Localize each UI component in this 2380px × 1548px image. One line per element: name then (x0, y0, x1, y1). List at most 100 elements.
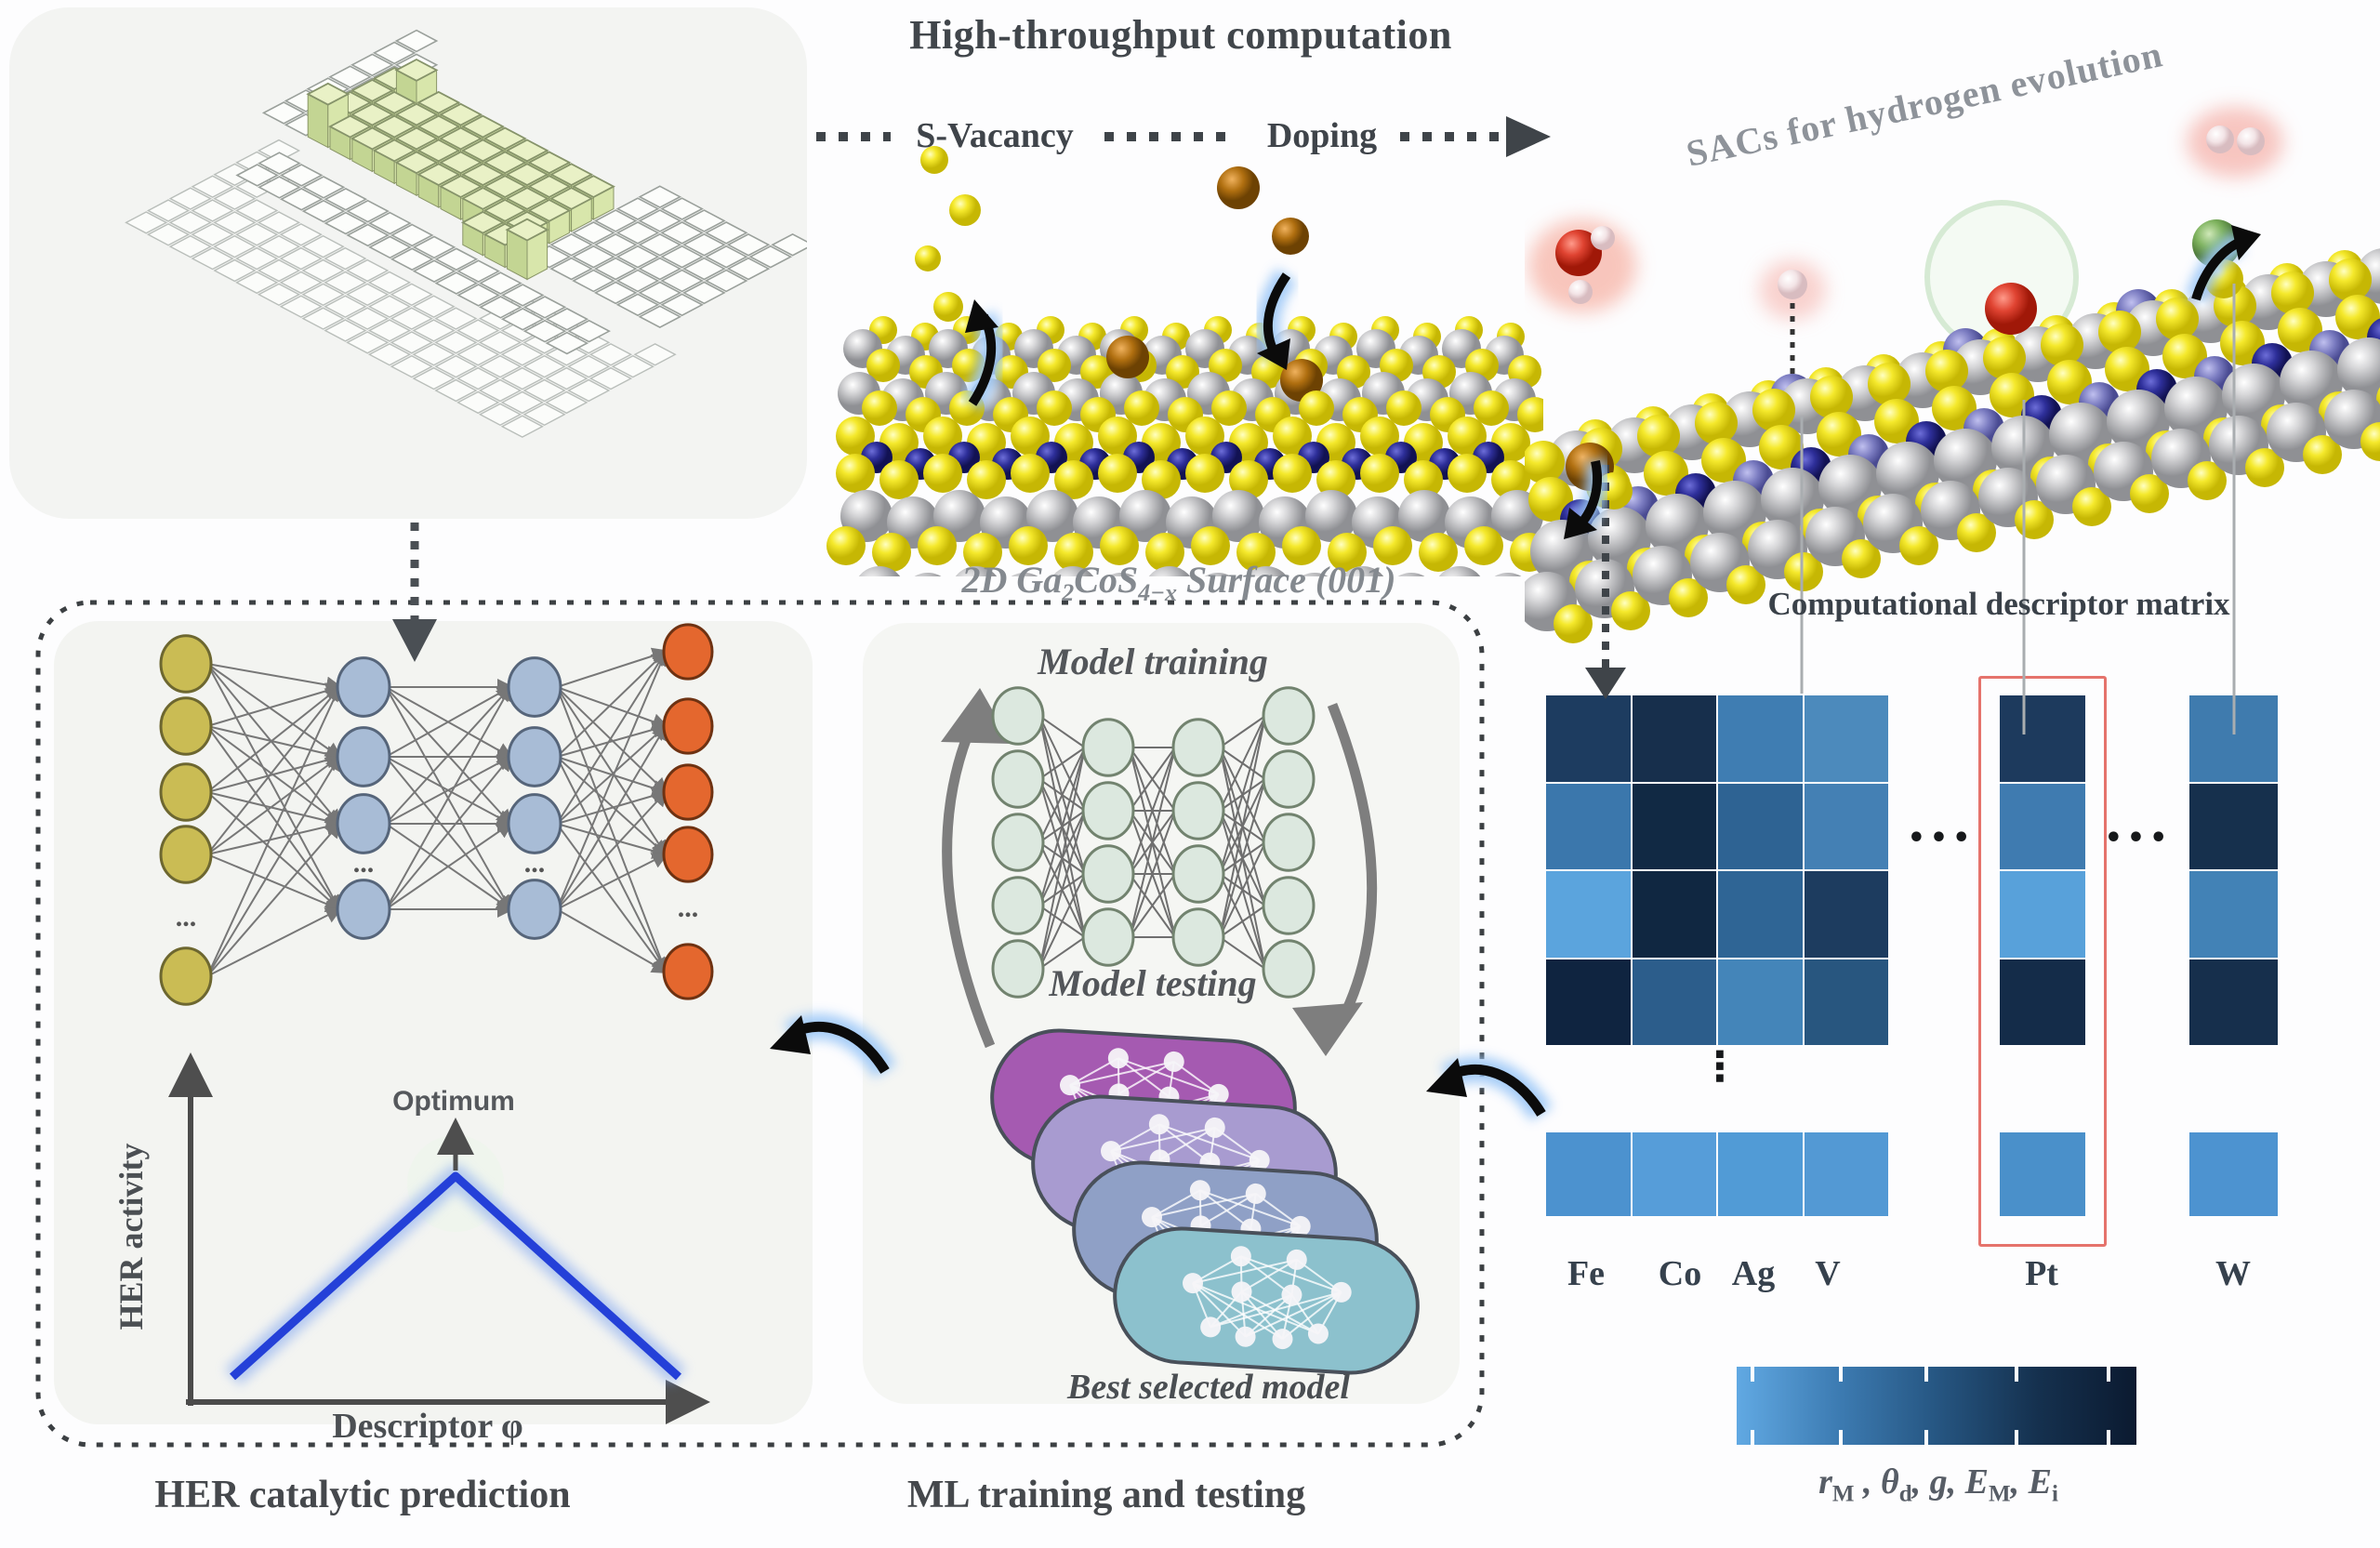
matrix-cell (1546, 959, 1631, 1045)
label-ag: Ag (1731, 1254, 1776, 1293)
optimum-label: Optimum (392, 1086, 515, 1117)
atom (1386, 390, 1421, 426)
nn-link (556, 686, 669, 730)
element-tile (367, 271, 412, 295)
element-tile (549, 163, 594, 187)
element-tile (611, 355, 654, 378)
element-tile (168, 235, 212, 258)
atom (2098, 311, 2141, 353)
atom (1107, 573, 1135, 576)
atom (1637, 415, 1680, 457)
atom (2329, 258, 2372, 301)
column-ellipsis: ••• (1907, 822, 1976, 854)
element-tile (394, 58, 439, 82)
atom (1204, 573, 1232, 576)
atom (1360, 417, 1399, 456)
pill-nn-node (1330, 1281, 1352, 1303)
matrix-cell (2000, 695, 2085, 782)
nn-node (507, 726, 562, 787)
atom (915, 245, 941, 271)
nn-node (662, 943, 714, 1000)
atom (1051, 566, 1094, 576)
atom (1874, 399, 1919, 443)
nn-ellipsis: ... (524, 848, 546, 879)
element-tile (479, 296, 522, 319)
element-tile (593, 232, 638, 257)
periodic-table-3d (125, 29, 807, 438)
atom (1611, 591, 1650, 630)
element-tile (439, 102, 483, 126)
matrix-cell (1718, 1132, 1803, 1216)
label-fe: Fe (1567, 1254, 1606, 1293)
atom (1842, 539, 1881, 578)
matrix-cell (1804, 959, 1888, 1045)
element-tile (261, 101, 306, 125)
matrix-heading: Computational descriptor matrix (1767, 586, 2230, 622)
nn-node (662, 697, 714, 755)
atom (1119, 490, 1171, 542)
element-tile (191, 246, 234, 271)
caption-part: 2D Ga (961, 559, 1063, 601)
element-tile (168, 187, 212, 210)
pill-nn-node (1204, 1117, 1225, 1138)
element-tile (456, 259, 500, 283)
atom (1983, 337, 2026, 379)
atom (1191, 526, 1230, 565)
element-tile (301, 199, 346, 223)
element-tile (368, 211, 412, 235)
atom (2271, 271, 2314, 314)
nn-node (991, 813, 1045, 872)
colorbar-tick (2014, 1430, 2018, 1445)
atom (1669, 578, 1708, 617)
atom (1932, 386, 1977, 430)
element-tile (527, 175, 572, 199)
atom (1360, 454, 1399, 493)
element-tile (390, 331, 433, 354)
element-tile (682, 257, 726, 281)
atom (2188, 461, 2227, 500)
element-tile (588, 343, 633, 366)
element-tile (726, 232, 771, 257)
atom (923, 454, 962, 493)
colorbar-tick (1924, 1367, 1929, 1382)
atom (2220, 321, 2265, 365)
element-tile (416, 114, 461, 139)
atom (1810, 376, 1853, 418)
element-tile (346, 223, 390, 247)
element-tile (478, 403, 522, 426)
element-tile (460, 139, 505, 163)
element-tile (704, 245, 748, 269)
element-tile (346, 258, 390, 283)
formula-part: , θ (1854, 1462, 1899, 1502)
atom (1644, 451, 1688, 496)
element-tile (235, 199, 279, 222)
atom (1568, 280, 1593, 304)
element-tile (235, 271, 279, 295)
nn-node (1262, 876, 1316, 935)
element-tile (394, 29, 439, 53)
matrix-cell (1632, 1132, 1716, 1216)
atom (1397, 573, 1425, 576)
element-tile (279, 295, 323, 318)
ml-caption: ML training and testing (906, 1474, 1306, 1516)
row-ellipsis: ⋮ (1699, 1043, 1740, 1091)
element-tile (324, 319, 367, 342)
atom (955, 566, 998, 576)
element-tile (324, 211, 368, 235)
element-tile (704, 221, 748, 245)
element-tile (213, 258, 257, 283)
element-tile (567, 378, 611, 403)
element-tile (522, 296, 567, 319)
element-tile (439, 126, 483, 151)
element-tile (527, 151, 572, 175)
matrix-cell (2189, 695, 2278, 782)
element-tile (522, 403, 566, 426)
element-tile (257, 211, 301, 234)
atom (1166, 355, 1199, 389)
colorbar-tick (2014, 1367, 2018, 1382)
matrix-cell (1632, 783, 1716, 869)
colorbar-tick (1838, 1430, 1843, 1445)
element-tile (483, 198, 527, 222)
element-tile (638, 257, 682, 281)
element-tile (279, 271, 323, 295)
